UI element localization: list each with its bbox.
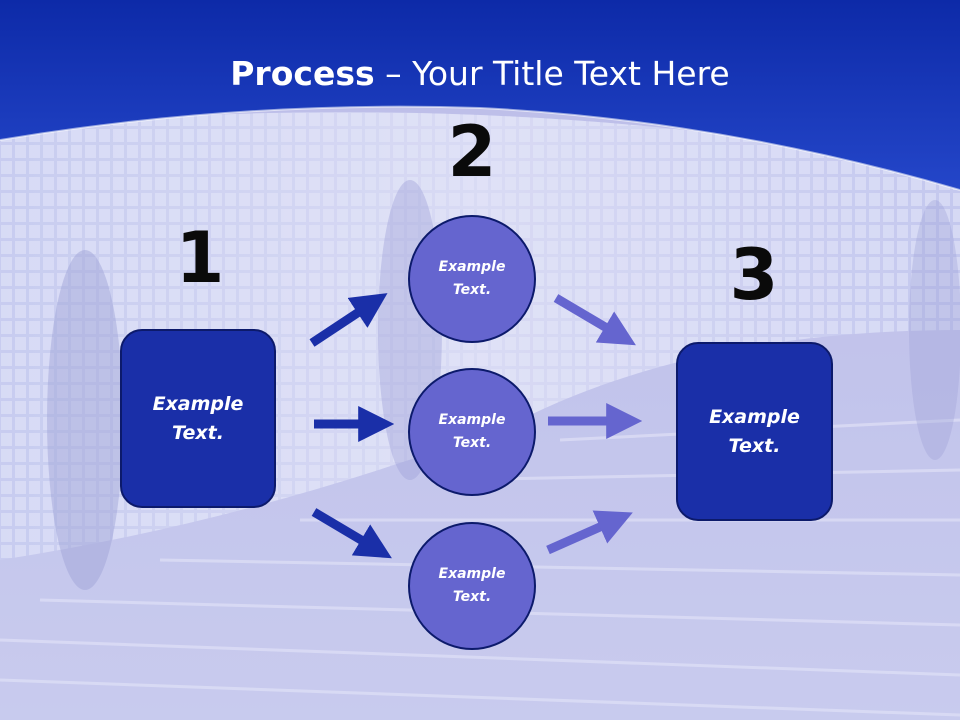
arrow-1-to-top bbox=[309, 293, 388, 347]
middle-circle-bottom: Example Text. bbox=[408, 522, 536, 650]
arrow-top-to-3 bbox=[553, 294, 636, 346]
title-bold: Process bbox=[230, 54, 375, 93]
middle-circle-top: Example Text. bbox=[408, 215, 536, 343]
middle-circle-bottom-label: Example Text. bbox=[438, 566, 506, 605]
step-number-1: 1 bbox=[175, 217, 225, 299]
title-rest: – Your Title Text Here bbox=[374, 54, 730, 93]
middle-circle-top-label: Example Text. bbox=[438, 259, 506, 298]
arrow-bottom-to-3 bbox=[546, 510, 633, 555]
step-1-box: Example Text. bbox=[120, 329, 276, 508]
step-3-label: Example Text. bbox=[709, 405, 800, 457]
middle-circle-center: Example Text. bbox=[408, 368, 536, 496]
slide-title: Process – Your Title Text Here bbox=[0, 52, 960, 96]
step-3-box: Example Text. bbox=[676, 342, 833, 521]
middle-circle-center-label: Example Text. bbox=[438, 412, 506, 451]
step-number-3: 3 bbox=[729, 234, 779, 316]
step-number-2: 2 bbox=[447, 111, 497, 193]
arrow-1-to-bottom bbox=[311, 508, 392, 559]
step-1-label: Example Text. bbox=[152, 392, 244, 444]
